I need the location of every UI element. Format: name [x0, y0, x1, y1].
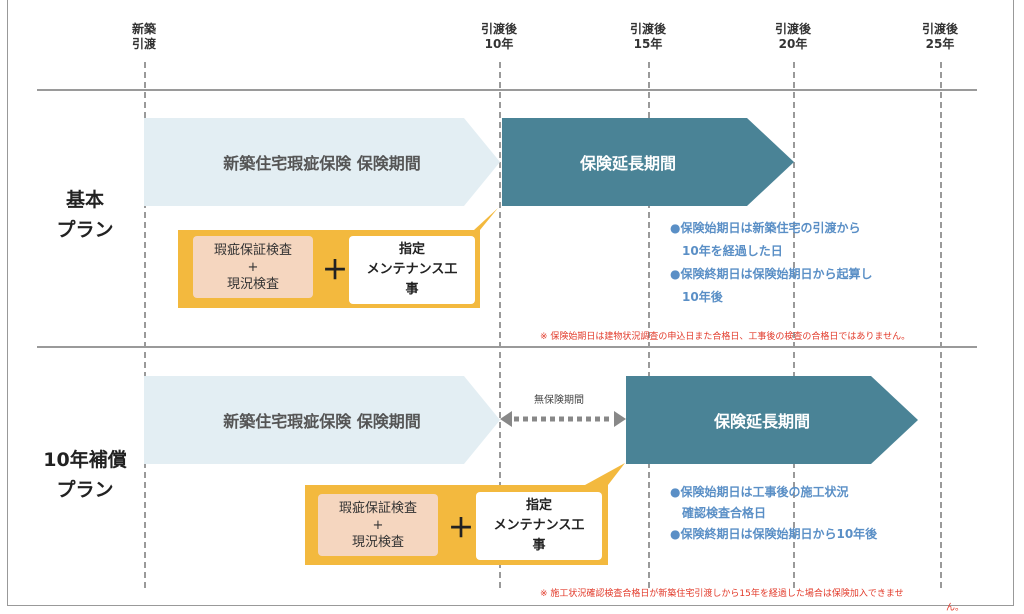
plan2-name: 10年補償プラン	[43, 449, 127, 501]
diagram-frame	[7, 0, 1014, 606]
plan2-inspection-box: 瑕疵保証検査+現況検査	[318, 494, 438, 556]
plan2-warning: ※ 施工状況確認検査合格日が新築住宅引渡しから15年を経過した場合は保険加入でき…	[540, 589, 904, 599]
separator-middle	[37, 346, 977, 348]
timeline-line-15y	[648, 62, 650, 588]
plan1-insurance-label: 新築住宅瑕疵保険 保険期間	[223, 154, 421, 173]
plan2-extension-arrow: 保険延長期間	[626, 376, 918, 464]
plan2-insurance-arrow: 新築住宅瑕疵保険 保険期間	[144, 376, 500, 464]
plan2-insurance-label: 新築住宅瑕疵保険 保険期間	[223, 412, 421, 431]
plan1-insurance-arrow: 新築住宅瑕疵保険 保険期間	[144, 118, 500, 206]
timeline-line-10y	[499, 62, 501, 588]
no-coverage-double-arrow	[500, 411, 626, 427]
plan2-maintenance-box: 指定メンテナンス工事	[476, 492, 602, 560]
separator-top	[37, 89, 977, 91]
timeline-line-25y	[940, 62, 942, 588]
timeline-line-handover	[144, 62, 146, 588]
plan1-name: 基本プラン	[56, 189, 114, 241]
no-coverage-label: 無保険期間	[534, 395, 584, 406]
plan2-notes: ●保険始期日は工事後の施工状況 確認検査合格日●保険終期日は保険始期日から10年…	[670, 485, 878, 541]
plan1-plus-icon: ＋	[322, 256, 349, 286]
plan2-extension-label: 保険延長期間	[713, 412, 810, 431]
plan1-notes: ●保険始期日は新築住宅の引渡から 10年を経過した日 ●保険終期日は保険始期日か…	[670, 221, 873, 304]
plan1-inspection-box: 瑕疵保証検査+現況検査	[193, 236, 313, 298]
plan1-warning: ※ 保険始期日は建物状況調査の申込日また合格日、工事後の検査の合格日ではありませ…	[540, 332, 911, 342]
plan2-plus-icon: ＋	[448, 514, 475, 544]
plan2-warning-cont: ん。	[946, 603, 965, 613]
plan1-extension-arrow: 保険延長期間	[502, 118, 794, 206]
plan1-extension-label: 保険延長期間	[579, 154, 676, 173]
timeline-label-handover: 新築引渡	[131, 22, 156, 51]
timeline-line-20y	[793, 62, 795, 588]
plan1-maintenance-box: 指定メンテナンス工事	[349, 236, 475, 304]
